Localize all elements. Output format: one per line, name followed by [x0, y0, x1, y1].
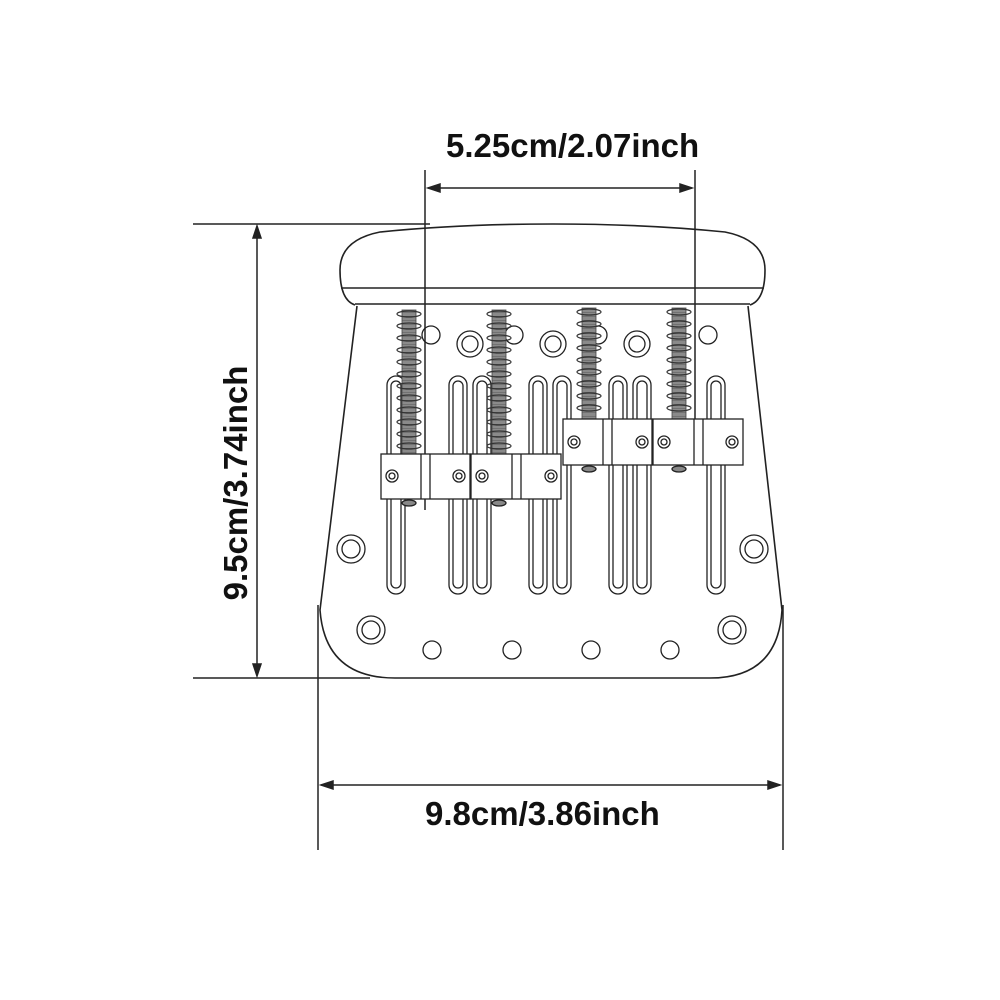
dimension-top: [424, 170, 696, 510]
saddle-4: [652, 418, 744, 473]
slot-8: [706, 375, 726, 595]
string-through-holes: [422, 640, 680, 660]
springs: [396, 307, 692, 457]
dimension-label-spacing: 5.25cm/2.07inch: [446, 127, 700, 164]
spring-4: [666, 307, 692, 421]
spring-2: [486, 309, 512, 457]
dimension-left: [193, 223, 430, 679]
saddle-2: [470, 453, 562, 507]
slot-4: [528, 375, 548, 595]
slot-2: [448, 375, 468, 595]
dimension-label-length: 9.5cm/3.74inch: [217, 365, 254, 601]
mounting-holes: [336, 534, 769, 645]
bridge-top-cap: [339, 223, 766, 306]
spring-3: [576, 307, 602, 421]
bridge-plate: [319, 305, 783, 679]
saddles: [380, 418, 744, 507]
slot-5: [552, 375, 572, 595]
slot-6: [608, 375, 628, 595]
saddle-1: [380, 453, 471, 507]
slot-7: [632, 375, 652, 595]
dimension-label-width: 9.8cm/3.86inch: [425, 795, 660, 832]
bridge-body: [319, 223, 783, 679]
saddle-3: [562, 418, 653, 473]
dimension-bottom: [317, 605, 784, 850]
spring-1: [396, 309, 422, 457]
